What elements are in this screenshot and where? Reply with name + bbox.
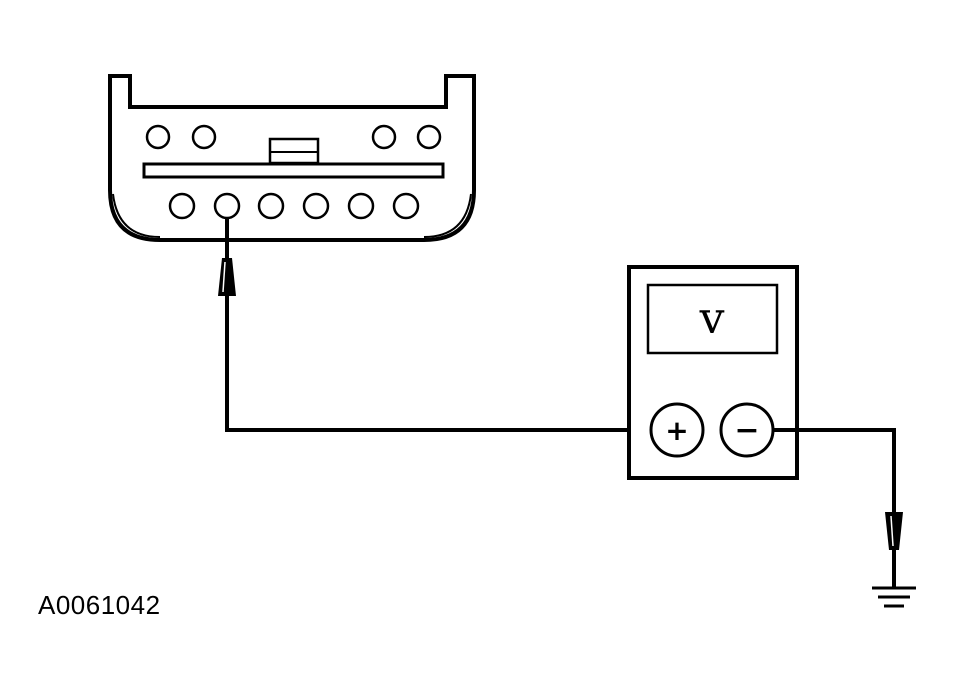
voltmeter-display-symbol: v	[699, 293, 725, 344]
pin-bottom-6	[392, 192, 420, 220]
pin-top-1	[145, 124, 171, 150]
positive-lead	[218, 218, 652, 432]
probe-tip-icon	[885, 512, 903, 550]
negative-wire	[773, 428, 896, 512]
figure-reference-id: A0061042	[38, 590, 161, 620]
connector-divider-bar	[142, 162, 445, 179]
ground-symbol-icon	[872, 586, 916, 608]
pin-bottom-2	[213, 192, 241, 220]
voltmeter: v + −	[627, 265, 799, 480]
connector	[108, 74, 476, 242]
connector-inner-curve	[112, 193, 161, 238]
pin-bottom-5	[347, 192, 375, 220]
pin-top-3	[371, 124, 397, 150]
connector-inner-curve-right	[423, 193, 472, 238]
pin-top-2	[191, 124, 217, 150]
positive-wire	[225, 296, 652, 432]
pin-bottom-3	[257, 192, 285, 220]
negative-terminal-label: −	[734, 413, 759, 448]
positive-terminal-label: +	[665, 414, 688, 447]
pin-bottom-1	[168, 192, 196, 220]
pin-top-4	[416, 124, 442, 150]
connector-outline	[108, 74, 476, 242]
probe-tip-icon	[218, 258, 236, 296]
voltmeter-display	[646, 283, 779, 355]
pin-bottom-4	[302, 192, 330, 220]
connector-pins	[145, 124, 442, 220]
positive-terminal	[649, 402, 705, 458]
negative-lead	[773, 428, 916, 608]
